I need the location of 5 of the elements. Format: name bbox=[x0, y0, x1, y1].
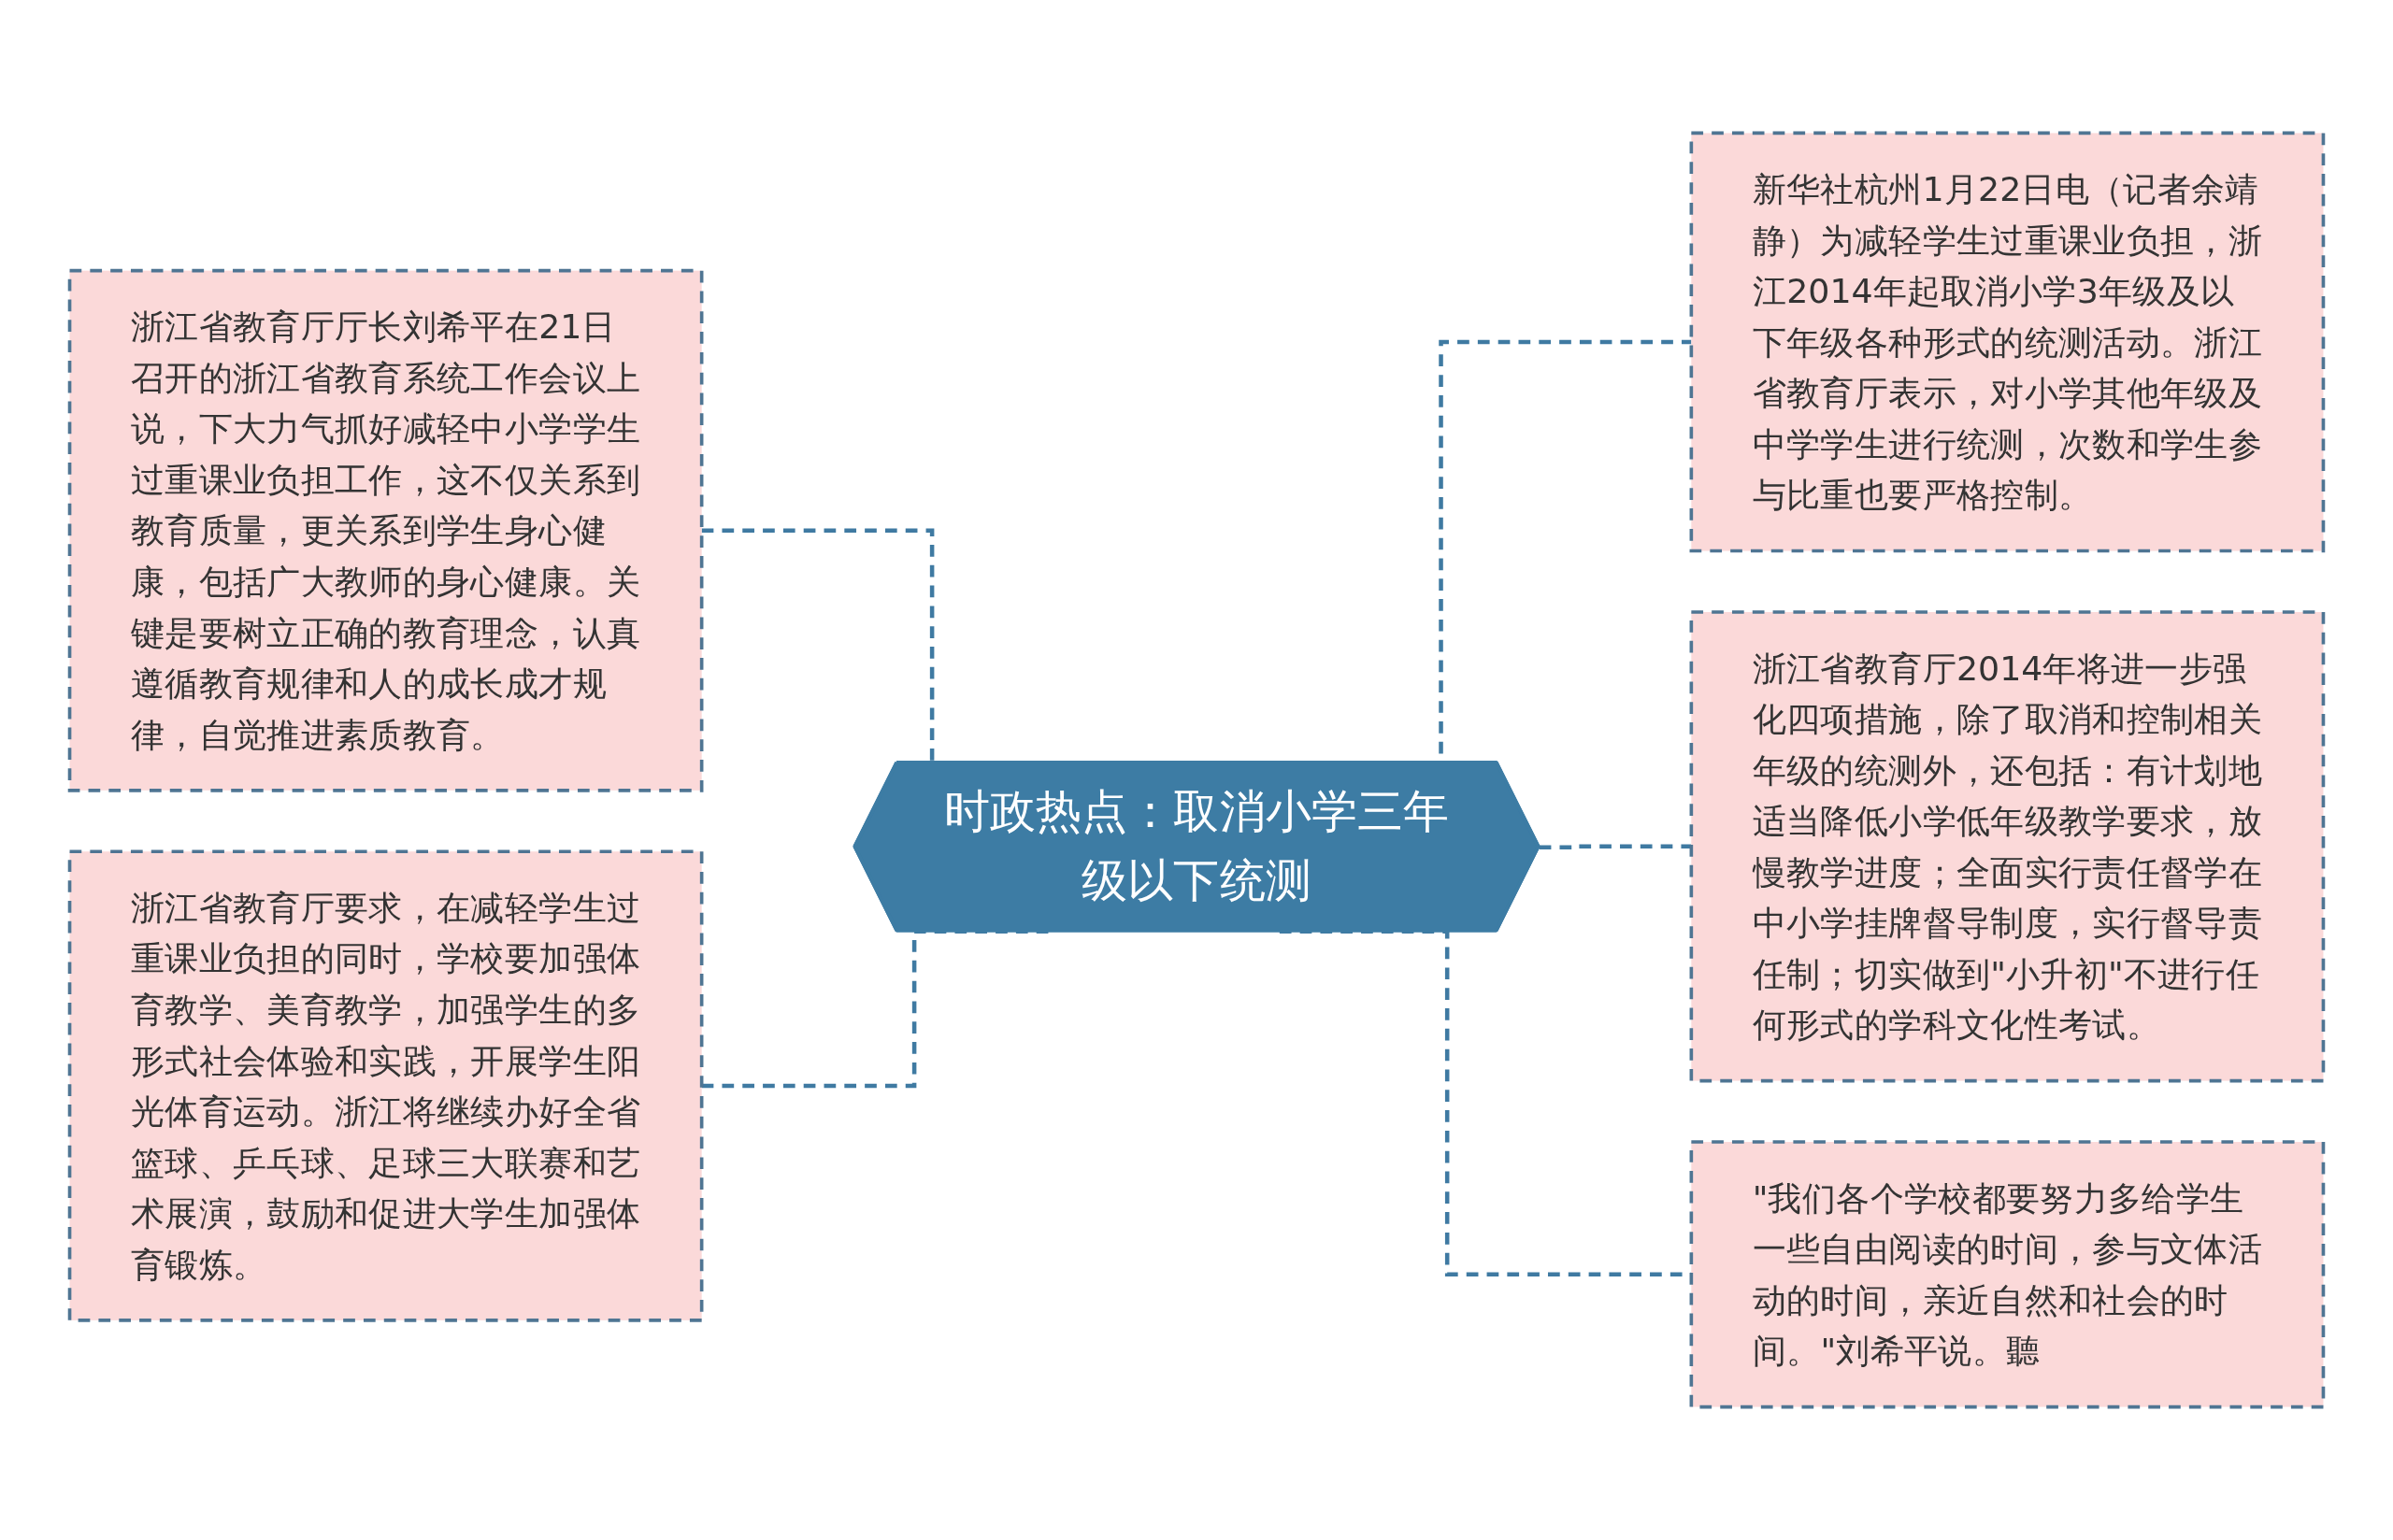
node-box: 新华社杭州1月22日电（记者余靖静）为减轻学生过重课业负担，浙江2014年起取消小学3年级及以下年级各种形式的统测活动。浙江省教育厅表示，对小学其他年级及中学学生进行统测，次数和学生参与比重也要严格控制。 bbox=[1689, 131, 2326, 553]
node-box: 浙江省教育厅要求，在减轻学生过重课业负担的同时，学校要加强体育教学、美育教学，加强学生的多形式社会体验和实践，开展学生阳光体育运动。浙江将继续办好全省篮球、乒乓球、足球三大联赛和艺术展演，鼓励和促进大学生加强体育锻炼。 bbox=[67, 849, 704, 1322]
node-box: "我们各个学校都要努力多给学生一些自由阅读的时间，参与文体活动的时间，亲近自然和社会的时间。"刘希平说。聽 bbox=[1689, 1140, 2326, 1409]
node-box: 浙江省教育厅2014年将进一步强化四项措施，除了取消和控制相关年级的统测外，还包括：有计划地适当降低小学低年级教学要求，放慢教学进度；全面实行责任督学在中小学挂牌督导制度，实行督导责任制；切实做到"小升初"不进行任何形式的学科文化性考试。 bbox=[1689, 610, 2326, 1083]
node-box: 浙江省教育厅厅长刘希平在21日召开的浙江省教育系统工作会议上说，下大力气抓好减轻中小学学生过重课业负担工作，这不仅关系到教育质量，更关系到学生身心健康，包括广大教师的身心健康。关键是要树立正确的教育理念，认真遵循教育规律和人的成长成才规律，自觉推进素质教育。 bbox=[67, 268, 704, 792]
